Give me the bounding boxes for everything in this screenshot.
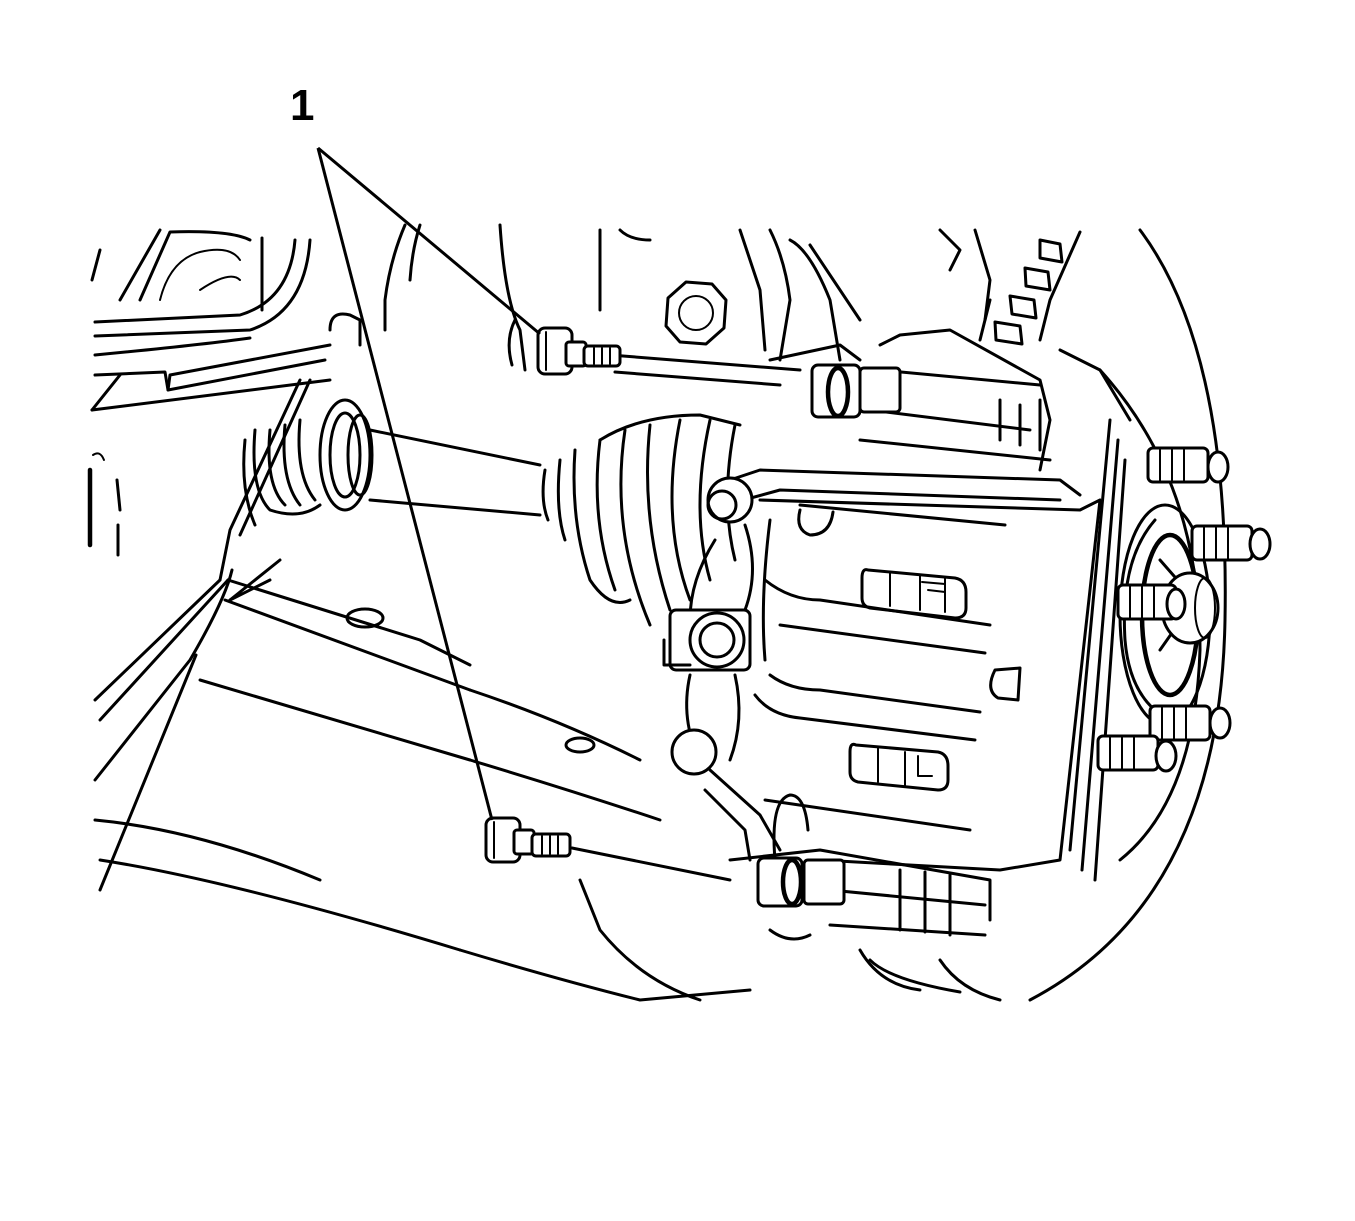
brake-rotor xyxy=(858,228,1227,1002)
caliper-bushing xyxy=(662,608,752,672)
caliper-bracket xyxy=(662,468,1082,862)
wheel-stud xyxy=(1116,583,1187,621)
brake-caliper xyxy=(728,298,1102,941)
drive-axle-shaft xyxy=(242,398,742,627)
cv-joint-boot-inner xyxy=(242,398,374,527)
wheel-stud xyxy=(1096,734,1178,773)
caliper-bracket-bolt-upper xyxy=(507,318,622,376)
caliper-window-upper xyxy=(860,568,968,620)
caliper-bracket-bolt-lower xyxy=(484,816,732,882)
rotor-vents xyxy=(938,228,1082,346)
wheel-studs xyxy=(1096,446,1272,773)
callout-1-leaders xyxy=(316,146,541,821)
wheel-stud xyxy=(1148,704,1232,742)
caliper-window-lower xyxy=(848,742,950,792)
caliper-lower-housing xyxy=(728,848,992,941)
upper-bracket xyxy=(383,223,862,387)
chassis-structure xyxy=(87,228,752,1002)
wheel-stud xyxy=(1146,446,1230,484)
callout-label-1: 1 xyxy=(290,81,315,130)
wheel-stud xyxy=(1190,524,1272,562)
cv-joint-boot-outer xyxy=(541,413,742,627)
